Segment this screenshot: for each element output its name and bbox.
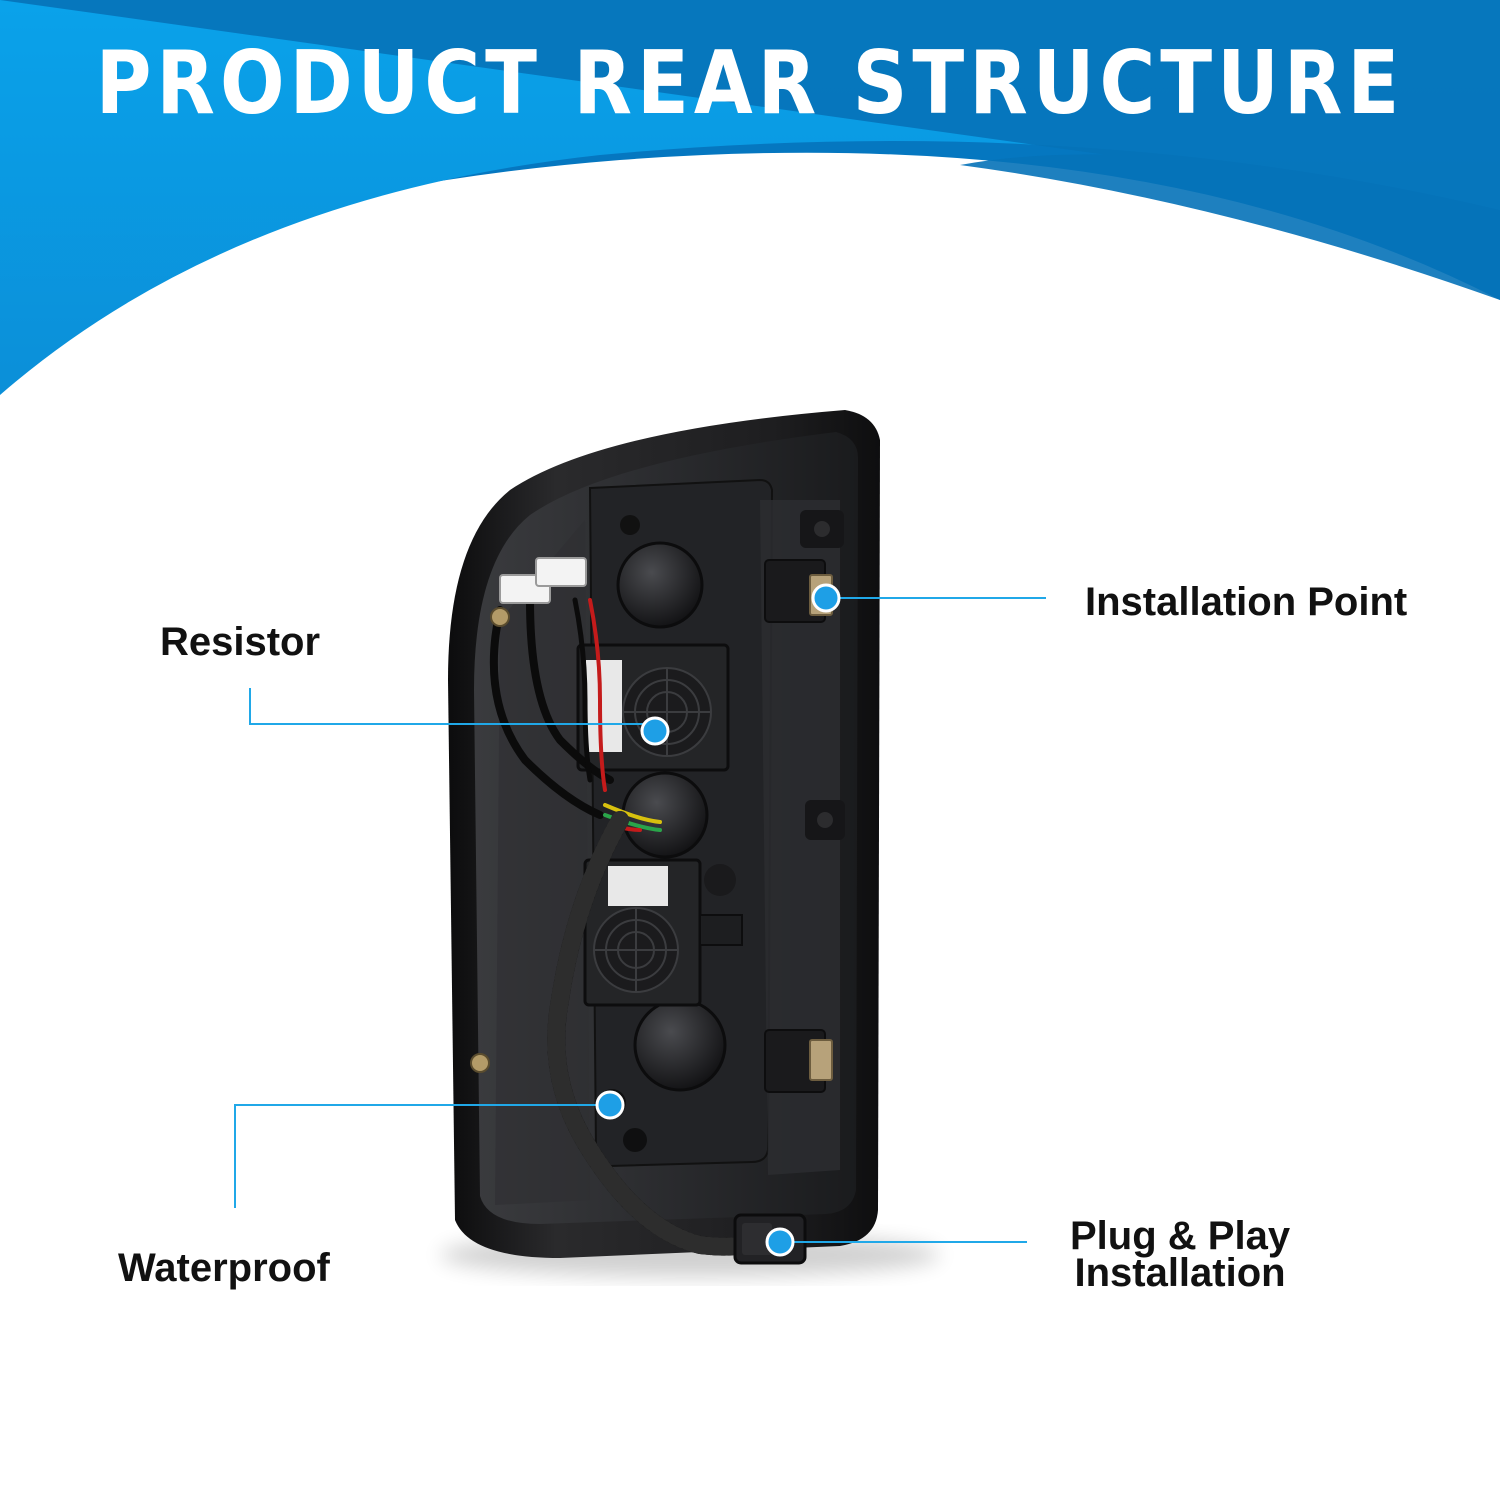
waterproof-line	[234, 1104, 610, 1208]
callout-lines	[234, 597, 1046, 1243]
plug-play-dot	[765, 1227, 795, 1257]
plug-play-label-line1: Plug & Play	[1070, 1214, 1291, 1258]
resistor-box-bottom	[583, 858, 743, 1007]
waterproof-label: Waterproof	[118, 1246, 330, 1290]
top-connectors	[470, 557, 587, 1073]
header-banner	[0, 0, 1500, 395]
plug-play-label: Plug & Play Installation	[1070, 1214, 1291, 1295]
resistor-dot	[640, 716, 670, 746]
installation-point-label: Installation Point	[1085, 580, 1408, 624]
plug-play-label-line2: Installation	[1074, 1251, 1286, 1295]
callout-dots	[595, 583, 841, 1257]
resistor-line	[249, 688, 655, 725]
installation-bracket-bottom	[764, 1029, 833, 1093]
page-title: PRODUCT REAR STRUCTURE	[95, 31, 1405, 134]
waterproof-dot	[595, 1090, 625, 1120]
installation-point-dot	[811, 583, 841, 613]
resistor-label: Resistor	[160, 620, 321, 664]
wiring-harness	[489, 596, 769, 1256]
installation-bracket-middle	[805, 800, 845, 840]
